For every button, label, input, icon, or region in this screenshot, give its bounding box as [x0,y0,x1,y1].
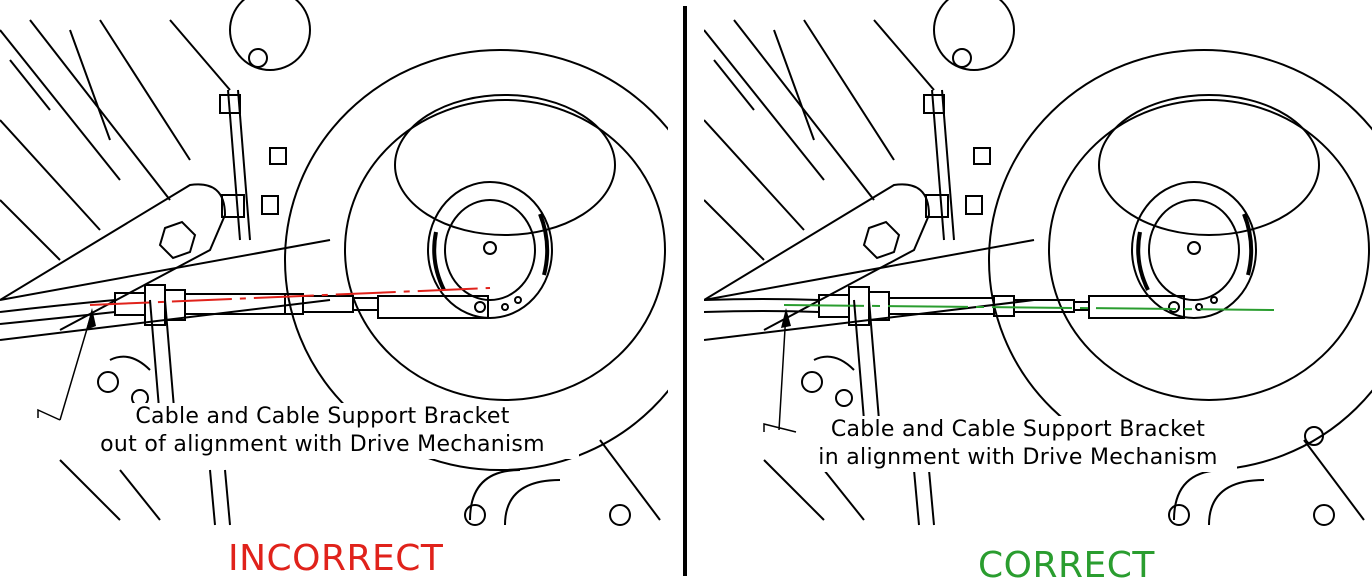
callout-line-2: in alignment with Drive Mechanism [818,445,1218,470]
leader-arrow [781,308,791,328]
lower-components [763,299,1365,526]
incorrect-panel: Cable and Cable Support Bracket out of a… [0,0,668,585]
callout-text: Cable and Cable Support Bracket out of a… [66,403,579,459]
correct-label: CORRECT [978,545,1155,586]
top-hub [229,0,311,71]
callout-line-2: out of alignment with Drive Mechanism [100,432,545,457]
frame-struts [704,19,1035,341]
leader-line [37,311,93,421]
lower-plate [704,183,931,331]
springs [1136,213,1254,291]
correct-drawing [704,0,1372,526]
incorrect-label: INCORRECT [228,538,444,579]
leader-arrow [86,308,96,330]
drive-disc [988,49,1372,471]
drive-disc [284,49,668,471]
callout-text: Cable and Cable Support Bracket in align… [799,416,1237,472]
incorrect-drawing [0,0,668,526]
hex-bolt [158,220,197,260]
springs [432,213,550,291]
top-hub [933,0,1015,71]
callout-line-1: Cable and Cable Support Bracket [830,417,1206,442]
callout-line-1: Cable and Cable Support Bracket [135,404,510,429]
lower-plate [0,183,227,331]
lower-components [59,299,661,526]
alignment-line [89,287,491,306]
correct-panel: Cable and Cable Support Bracket in align… [704,0,1372,585]
bracket-arm [219,89,287,241]
frame-struts [0,19,331,341]
hex-bolt [862,220,901,260]
panel-divider [683,6,687,576]
leader-line [763,311,797,433]
alignment-line [783,304,1275,311]
bracket-arm [923,89,991,241]
